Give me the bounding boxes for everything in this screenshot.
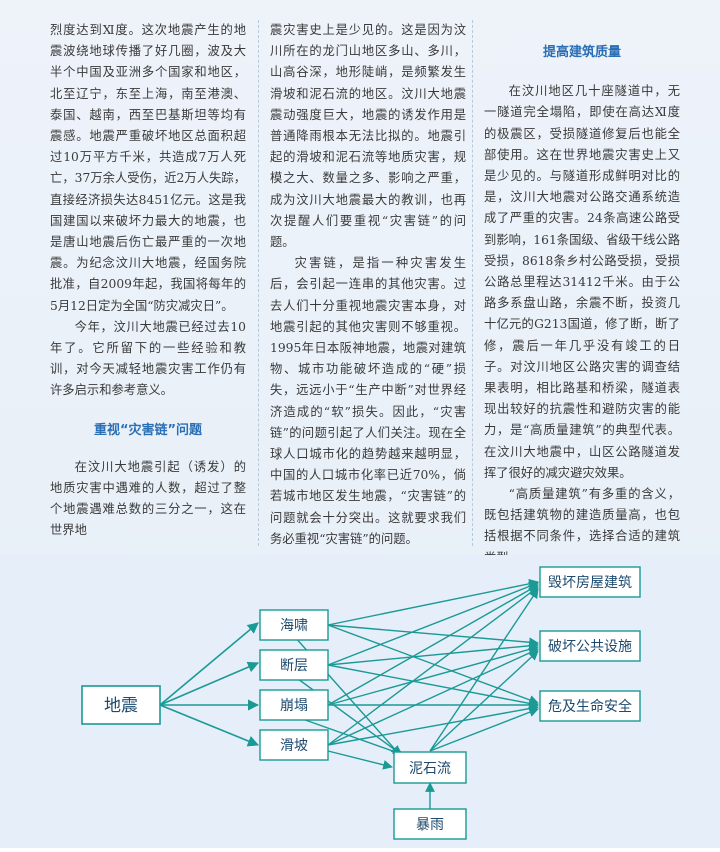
paragraph: 在汶川地区几十座隧道中，无一隧道完全塌陷，即使在高达Ⅺ度的极震区，受损隧道修复后… xyxy=(484,84,680,480)
paragraph: 灾害链，是指一种灾害发生后，会引起一连串的其他灾害。过去人们十分重视地震灾害本身… xyxy=(270,256,466,546)
arrow xyxy=(327,644,539,706)
paragraph: 今年，汶川大地震已经过去10年了。它所留下的一些经验和教训，对今天减轻地震灾害工… xyxy=(50,319,246,398)
arrow xyxy=(293,675,403,756)
outcome-label: 破坏公共设施 xyxy=(548,639,632,655)
arrow xyxy=(159,704,260,747)
arrow xyxy=(327,750,393,770)
arrow xyxy=(327,584,539,706)
text-column-2: 震灾害史上是少见的。这是因为汶川所在的龙门山地区多山、多川，山高谷深，地形陡峭，… xyxy=(270,20,466,550)
section-heading: 提高建筑质量 xyxy=(542,45,621,60)
arrow xyxy=(327,624,539,648)
outcome-label: 危及生命安全 xyxy=(548,698,632,715)
debris-flow-label: 泥石流 xyxy=(409,761,451,777)
rainstorm-box xyxy=(393,808,467,840)
outcome-box-life xyxy=(539,690,641,722)
arrow xyxy=(293,715,405,757)
arrow xyxy=(327,648,539,746)
arrow xyxy=(327,640,539,666)
arrow xyxy=(429,650,539,752)
arrow xyxy=(327,581,539,666)
tsunami-label: 海啸 xyxy=(280,618,308,634)
collapse-box xyxy=(259,689,329,721)
arrow xyxy=(159,622,259,706)
outcome-label: 毁坏房屋建筑 xyxy=(548,575,632,591)
arrow xyxy=(429,707,539,752)
column-divider xyxy=(472,20,474,546)
outcome-box-facilities xyxy=(539,630,641,662)
outcome-box-buildings xyxy=(539,566,641,598)
section-heading: 重视“灾害链”问题 xyxy=(93,422,203,438)
tsunami-box xyxy=(259,609,329,641)
paragraph: 在汶川大地震引起（诱发）的地质灾害中遇难的人数，超过了整个地震遇难总数的三分之一… xyxy=(50,459,246,538)
arrow xyxy=(327,664,539,709)
arrow xyxy=(327,578,539,626)
arrow xyxy=(159,661,260,706)
paragraph: “高质量建筑”有多重的含义，既包括建筑物的建造质量高，也包括根据不同条件，选择合… xyxy=(484,487,680,565)
rainstorm-label: 暴雨 xyxy=(416,817,444,833)
arrow xyxy=(327,703,539,746)
fault-label: 断层 xyxy=(280,658,308,674)
landslide-label: 滑坡 xyxy=(280,737,308,754)
column-divider xyxy=(258,20,260,546)
arrow xyxy=(327,624,539,705)
collapse-label: 崩塌 xyxy=(280,698,308,714)
arrows-middle-to-outcomes xyxy=(327,578,539,752)
paragraph: 烈度达到Ⅺ度。这次地震产生的地震波绕地球传播了好几圈，波及大半个中国及亚洲多个国… xyxy=(50,23,246,313)
paragraph: 震灾害史上是少见的。这是因为汶川所在的龙门山地区多山、多川，山高谷深，地形陡峭，… xyxy=(270,23,466,250)
earthquake-label: 地震 xyxy=(104,696,138,716)
text-column-1: 烈度达到Ⅺ度。这次地震产生的地震波绕地球传播了好几圈，波及大半个中国及亚洲多个国… xyxy=(50,20,246,542)
disaster-chain-diagram: 地震 海啸 断层 崩塌 滑坡 泥石流 暴雨 毁坏房屋建筑 破坏公共设施 危及生命… xyxy=(0,555,720,848)
fault-box xyxy=(259,649,329,681)
debris-flow-box xyxy=(393,751,467,784)
arrows-source-to-middle xyxy=(159,622,260,747)
arrow xyxy=(327,586,539,746)
landslide-box xyxy=(259,729,329,761)
earthquake-box xyxy=(81,685,161,725)
diagram-svg: 地震 海啸 断层 崩塌 滑坡 泥石流 暴雨 毁坏房屋建筑 破坏公共设施 危及生命… xyxy=(81,566,641,840)
arrow xyxy=(429,588,539,752)
text-column-3: 提高建筑质量 在汶川地区几十座隧道中，无一隧道完全塌陷，即使在高达Ⅺ度的极震区，… xyxy=(484,20,680,569)
